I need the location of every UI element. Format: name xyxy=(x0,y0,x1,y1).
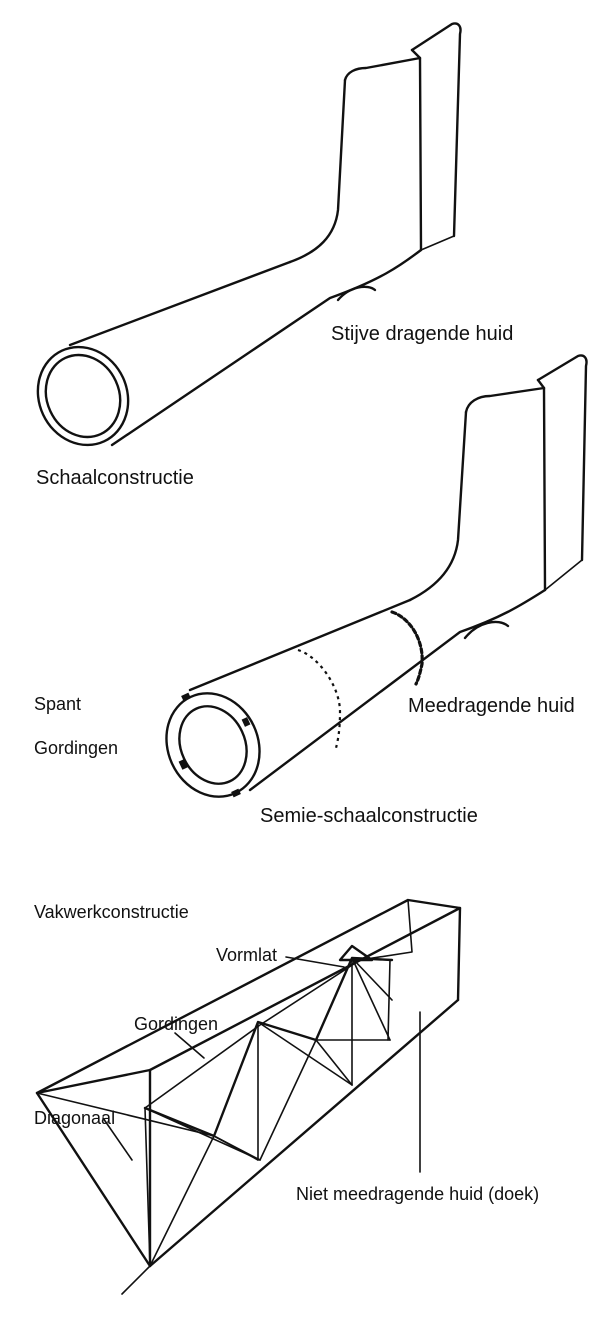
stressed-skin-label: Meedragende huid xyxy=(408,695,575,717)
semi-monocoque-fuselage-drawing xyxy=(165,354,588,798)
truss-fuselage-drawing xyxy=(35,898,462,1295)
semi-monocoque-label: Semie-schaalconstructie xyxy=(260,805,478,827)
stringers-label: Gordingen xyxy=(34,738,118,758)
rigid-skin-label: Stijve dragende huid xyxy=(331,323,513,345)
diagonal-leader-line xyxy=(102,1117,133,1161)
monocoque-fuselage-drawing xyxy=(36,22,462,447)
truss-label: Vakwerkconstructie xyxy=(34,902,189,922)
longerons-label: Gordingen xyxy=(134,1014,218,1034)
monocoque-label: Schaalconstructie xyxy=(36,467,194,489)
diagonal-label: Diagonaal xyxy=(34,1108,115,1128)
former-leader-line xyxy=(285,956,345,968)
frame-label: Spant xyxy=(34,694,81,714)
longerons-leader-line xyxy=(174,1032,205,1059)
fabric-skin-label: Niet meedragende huid (doek) xyxy=(296,1184,539,1204)
former-label: Vormlat xyxy=(216,945,277,965)
